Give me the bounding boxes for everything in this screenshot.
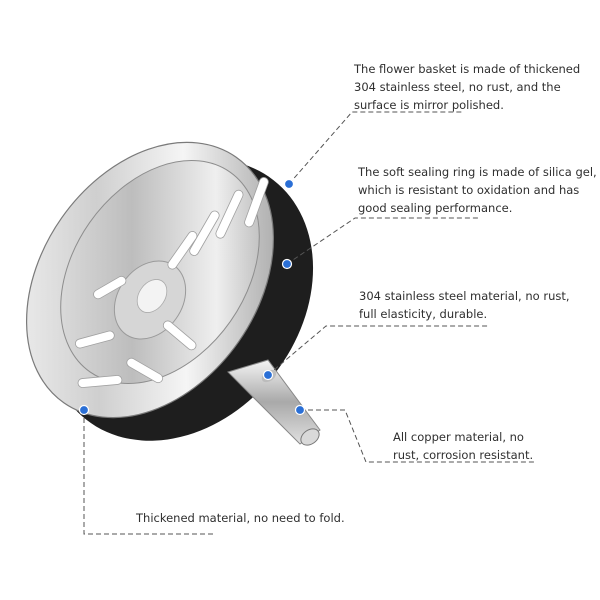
callout-basket-line-2: 304 stainless steel, no rust, and the	[354, 80, 561, 94]
callout-copper-stem-line-1: All copper material, no	[393, 430, 524, 444]
callout-thickened-line-1: Thickened material, no need to fold.	[136, 511, 345, 525]
callout-steel-material-line-1: 304 stainless steel material, no rust,	[359, 289, 570, 303]
callout-sealing-ring-line-2: which is resistant to oxidation and has	[358, 183, 580, 197]
callout-thickened: Thickened material, no need to fold.	[136, 509, 345, 527]
callout-basket-line-1: The flower basket is made of thickened	[354, 62, 581, 76]
callout-copper-stem-line-2: rust, corrosion resistant.	[393, 448, 534, 462]
callout-copper-stem: All copper material, no rust, corrosion …	[393, 428, 533, 464]
stem	[227, 359, 321, 446]
basket-slots	[74, 177, 269, 388]
leader-lines	[83, 111, 534, 535]
callout-sealing-ring-line-1: The soft sealing ring is made of silica …	[358, 165, 597, 179]
callout-basket: The flower basket is made of thickened 3…	[354, 60, 580, 114]
callout-steel-material-line-2: full elasticity, durable.	[359, 307, 488, 321]
callout-steel-material: 304 stainless steel material, no rust, f…	[359, 287, 570, 323]
marker-dots	[78, 178, 306, 416]
callout-basket-line-3: surface is mirror polished.	[354, 98, 504, 112]
callout-sealing-ring: The soft sealing ring is made of silica …	[358, 163, 597, 217]
callout-sealing-ring-line-3: good sealing performance.	[358, 201, 513, 215]
